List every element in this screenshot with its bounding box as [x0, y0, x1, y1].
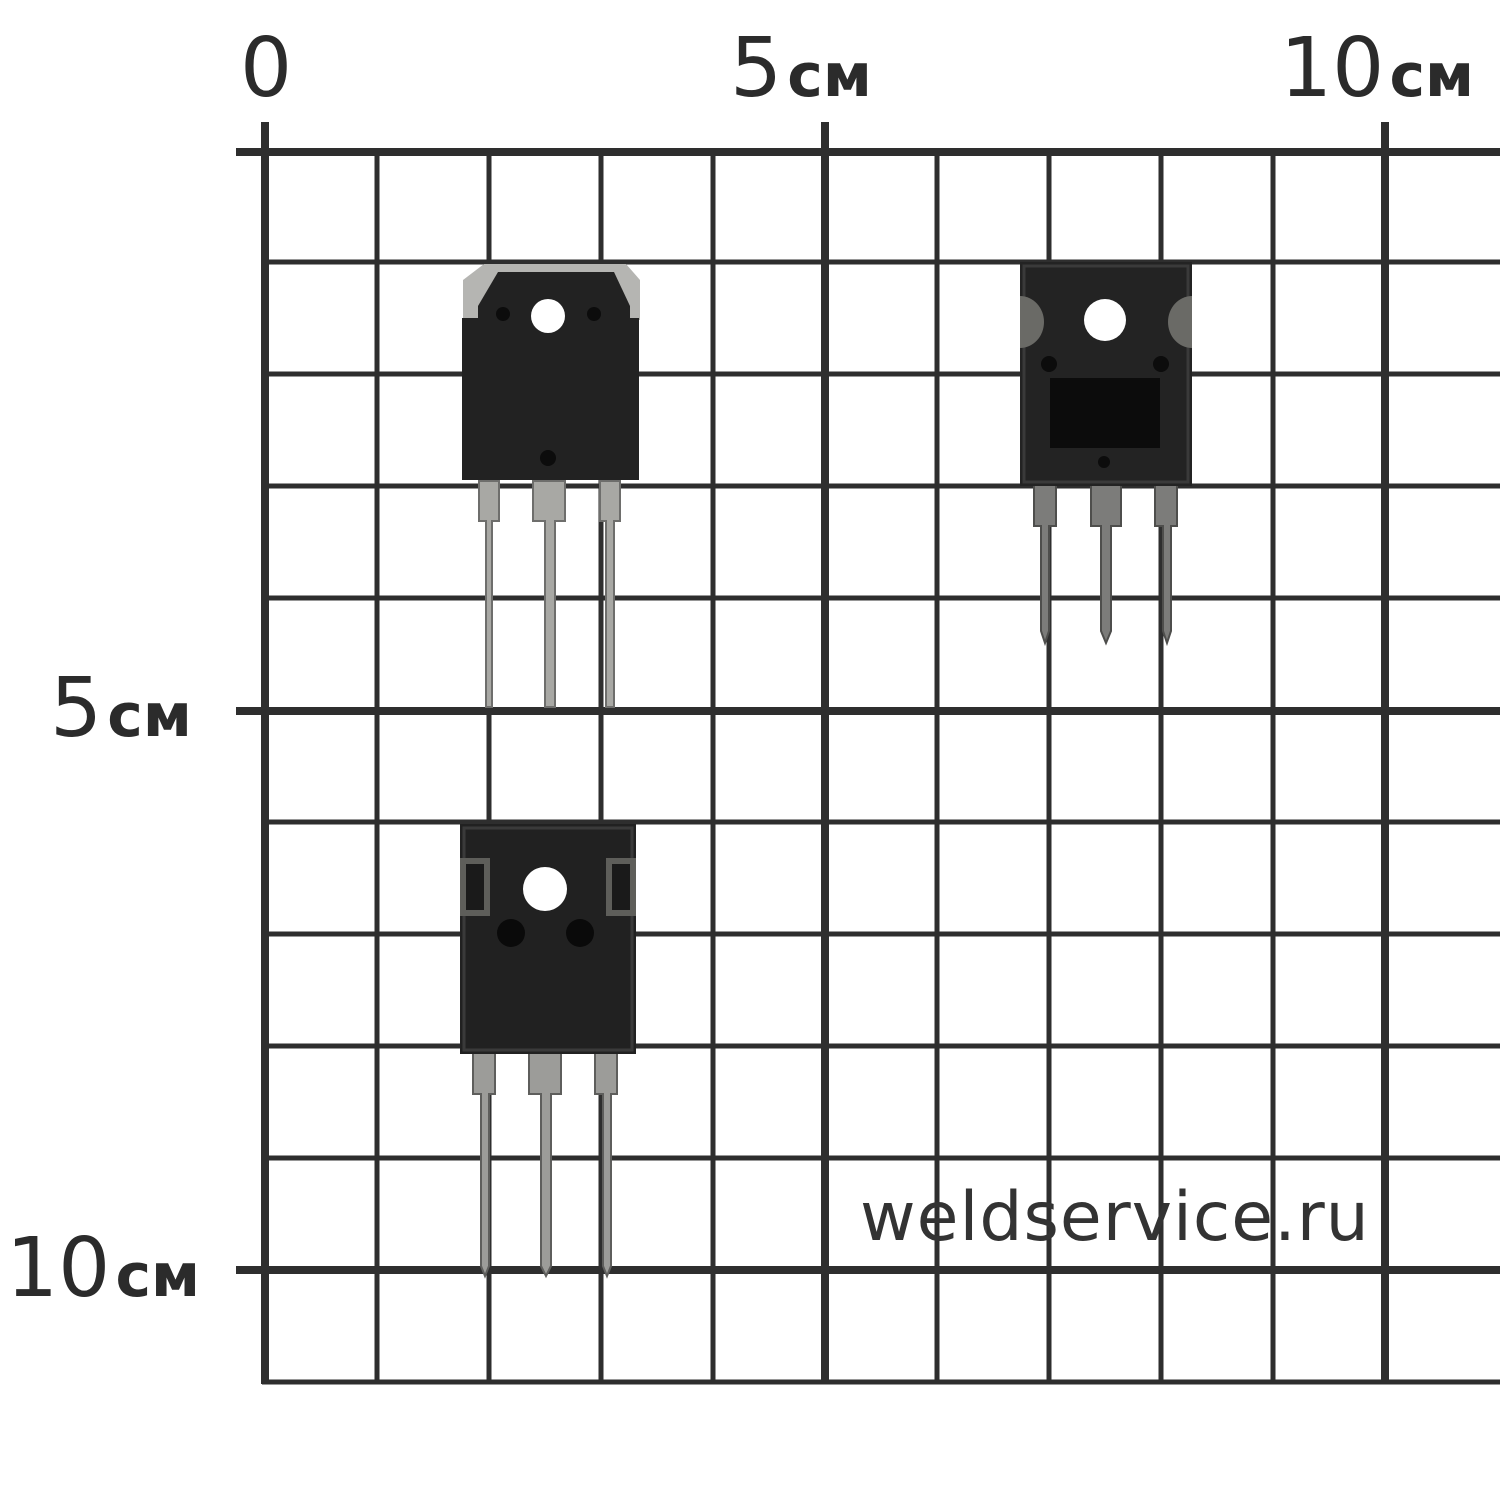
ruler-label-number: 5 — [50, 661, 103, 756]
ruler-label-top-5: 5 см — [730, 28, 872, 110]
watermark-text: weldservice.ru — [860, 1178, 1370, 1257]
mounting-hole — [531, 299, 565, 333]
ruler-label-unit: см — [107, 681, 192, 751]
ruler-label-top-10: 10 см — [1280, 28, 1474, 110]
to-247-transistor-small — [1020, 262, 1192, 647]
grid-major-lines — [236, 122, 1500, 1384]
ruler-label-number: 10 — [6, 1221, 111, 1316]
to-247-transistor — [460, 824, 636, 1279]
ruler-label-left-10: 10 см — [6, 1228, 200, 1310]
transistor-leads — [478, 480, 621, 708]
to-3p-transistor — [462, 264, 640, 708]
transistor-body — [1020, 262, 1192, 486]
ruler-label-top-0: 0 — [240, 28, 292, 110]
die-pad — [1050, 378, 1160, 448]
transistor-leads — [472, 1051, 618, 1279]
transistor-leads — [1033, 483, 1178, 647]
ruler-label-number: 10 — [1280, 21, 1385, 116]
ruler-label-unit: см — [787, 41, 872, 111]
ruler-label-number: 5 — [730, 21, 783, 116]
mounting-hole — [1084, 299, 1126, 341]
ruler-label-unit: см — [1389, 41, 1475, 111]
mounting-hole — [523, 867, 567, 911]
ruler-label-left-5: 5 см — [50, 668, 192, 750]
ruler-label-number: 0 — [240, 21, 293, 116]
ruler-label-unit: см — [115, 1241, 201, 1311]
